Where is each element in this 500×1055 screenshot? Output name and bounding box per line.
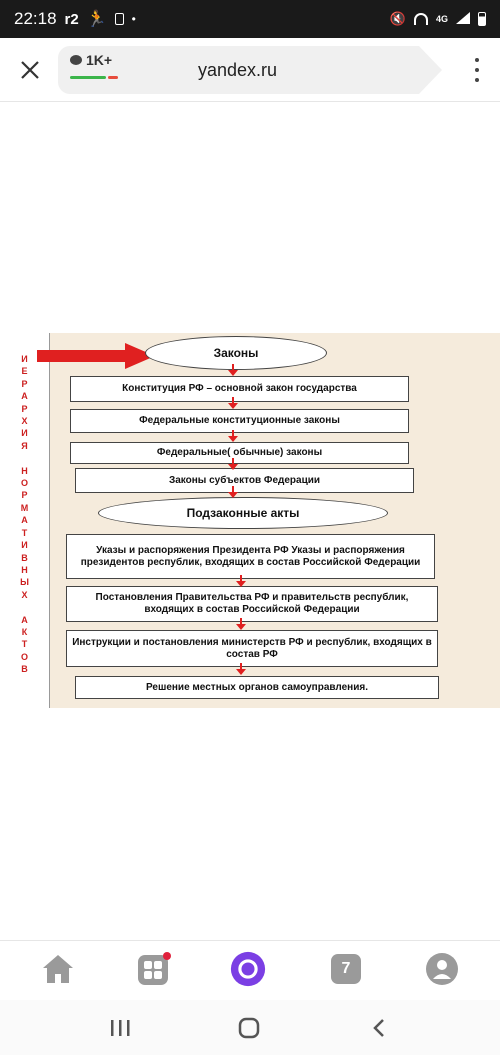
side-label-letter: О [20, 651, 28, 662]
side-label-letter [23, 601, 26, 613]
side-label-letter: К [21, 626, 28, 637]
bottom-navigation: 7 [0, 940, 500, 1000]
side-label-letter: И [21, 354, 28, 364]
tabs-count: 7 [341, 960, 351, 977]
side-label-letter: И [21, 540, 28, 551]
comments-counter[interactable]: 1K+ [70, 52, 112, 68]
down-arrow-icon [228, 458, 238, 470]
side-label-letter: Н [21, 465, 28, 476]
down-arrow-icon [228, 486, 238, 498]
dot-icon: • [131, 12, 136, 26]
home-circle-icon [238, 1017, 260, 1039]
system-navigation [0, 1000, 500, 1055]
laws-ellipse: Законы [145, 336, 327, 370]
side-label-letter: Т [21, 639, 28, 650]
mute-icon: 🔇 [389, 11, 406, 26]
down-arrow-icon [236, 575, 246, 587]
down-arrow-icon [228, 430, 238, 442]
profile-button[interactable] [424, 951, 460, 987]
services-button[interactable] [136, 951, 172, 987]
law-box: Федеральные конституционные законы [70, 409, 409, 433]
profile-icon [426, 953, 458, 985]
status-bar: 22:18 r2 🏃 • 🔇 4G [0, 0, 500, 38]
back-button[interactable] [364, 1014, 394, 1042]
close-icon [21, 61, 39, 79]
side-label-letter: Н [21, 564, 28, 575]
menu-dot [475, 78, 479, 82]
down-arrow-icon [228, 364, 238, 376]
down-arrow-icon [228, 397, 238, 409]
side-label-letter: Х [21, 589, 28, 600]
side-label-letter: В [21, 552, 28, 563]
side-label-letter: А [21, 391, 28, 402]
law-box: Федеральные( обычные) законы [70, 442, 409, 464]
side-label-letter: О [20, 478, 28, 489]
side-label-letter: В [21, 664, 28, 675]
url-text[interactable]: yandex.ru [198, 60, 278, 80]
side-label-letter: Р [21, 490, 28, 501]
runner-icon: 🏃 [86, 11, 107, 28]
home-button[interactable] [40, 951, 76, 987]
menu-dot [475, 58, 479, 62]
menu-dot [475, 68, 479, 72]
signal-icon [456, 11, 470, 27]
pointer-arrow-icon [37, 343, 155, 369]
bylaws-ellipse: Подзаконные акты [98, 497, 388, 529]
home-icon [43, 955, 73, 983]
side-label-letter: М [20, 502, 29, 513]
browser-toolbar: 1K+ yandex.ru [0, 38, 500, 102]
down-arrow-icon [236, 663, 246, 675]
wifi-icon [413, 13, 428, 25]
network-type: 4G [435, 14, 448, 24]
status-time: 22:18 [14, 9, 57, 28]
address-bar[interactable]: 1K+ yandex.ru [58, 46, 442, 94]
home-system-button[interactable] [234, 1014, 264, 1042]
alice-button[interactable] [230, 951, 266, 987]
menu-button[interactable] [472, 58, 482, 82]
alice-assistant-icon [230, 951, 266, 987]
side-label-letter: Р [21, 403, 28, 414]
law-box: Законы субъектов Федерации [75, 468, 414, 493]
rating-bar [70, 76, 118, 79]
law-box: Конституция РФ – основной закон государс… [70, 376, 409, 402]
side-label-letter [23, 452, 26, 464]
services-grid-icon [138, 952, 171, 985]
side-label-letter: Ы [20, 577, 29, 588]
bylaw-box: Инструкции и постановления министерств Р… [66, 630, 438, 667]
back-icon [373, 1019, 384, 1037]
down-arrow-icon [236, 618, 246, 630]
sim-icon [114, 13, 124, 25]
recents-icon [111, 1020, 130, 1036]
side-label-letter: А [21, 614, 28, 625]
side-label-letter: Р [21, 378, 28, 389]
r2-icon: r2 [64, 10, 79, 28]
bylaw-box: Постановления Правительства РФ и правите… [66, 586, 438, 622]
close-button[interactable] [14, 54, 46, 86]
side-label-letter: Т [21, 527, 28, 538]
battery-icon [478, 12, 486, 26]
tabs-button[interactable]: 7 [328, 951, 364, 987]
side-label-letter: Я [21, 440, 28, 451]
side-label-letter: А [21, 515, 28, 526]
comment-bubble-icon [70, 55, 82, 65]
bylaw-box: Решение местных органов самоуправления. [75, 676, 439, 699]
side-label-letter: Е [21, 366, 28, 377]
tabs-counter-icon: 7 [331, 954, 361, 984]
bylaw-box: Указы и распоряжения Президента РФ Указы… [66, 534, 435, 579]
side-label-letter: И [21, 428, 28, 439]
recents-button[interactable] [105, 1014, 135, 1042]
side-label-letter: Х [21, 416, 28, 427]
comments-count: 1K+ [86, 52, 113, 68]
